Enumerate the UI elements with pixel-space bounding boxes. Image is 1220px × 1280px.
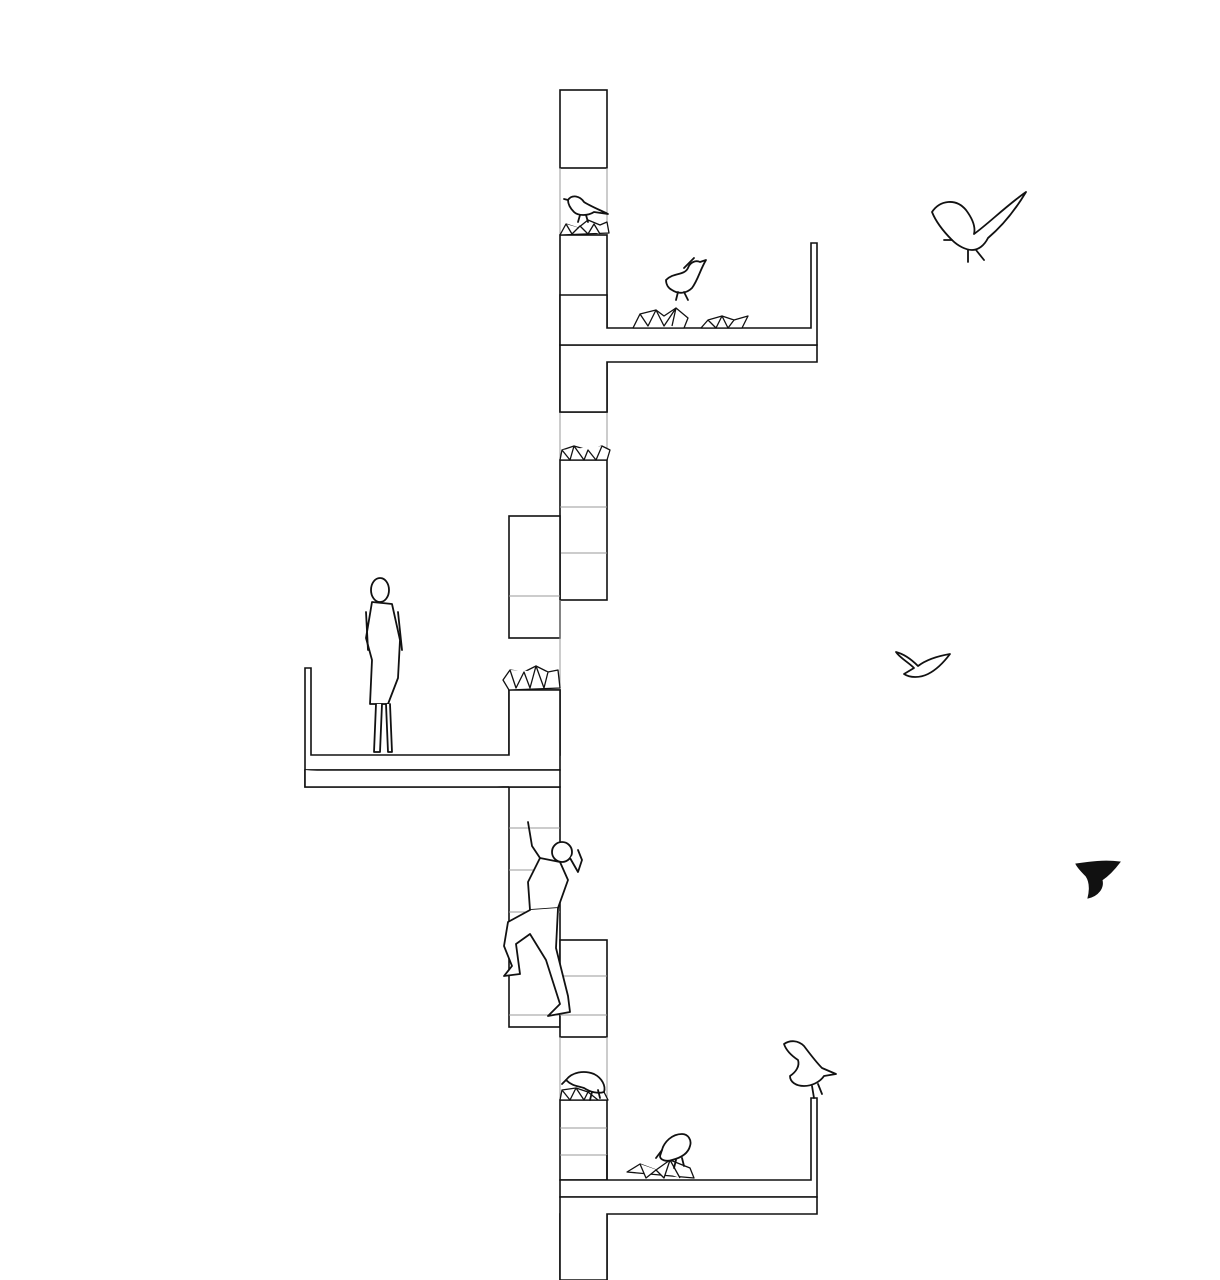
tower-block-mid-left <box>508 515 561 639</box>
nest-top <box>559 219 610 236</box>
balcony-lower-right <box>559 1097 818 1280</box>
tower-block-top <box>559 89 608 169</box>
tower-block-mid-right <box>559 459 608 601</box>
tower-block-lower-right <box>559 939 608 1038</box>
nest-balcony-1 <box>632 307 689 329</box>
nest-middle <box>559 445 611 461</box>
landing-bird <box>783 1040 837 1099</box>
perched-bird <box>563 195 609 223</box>
pecking-bird <box>561 1071 606 1101</box>
silhouette-bird <box>1075 860 1121 899</box>
tower-block-bottom <box>559 1099 608 1181</box>
nest-balcony-2 <box>700 315 749 329</box>
flying-seagull-large <box>931 191 1027 263</box>
hopping-bird <box>665 257 707 301</box>
nest-left-block <box>502 665 561 691</box>
balcony-upper-right <box>559 242 818 413</box>
grazing-bird <box>655 1133 692 1169</box>
flying-seagull-small <box>895 651 951 678</box>
climbing-man <box>503 821 583 1017</box>
nest-balcony-3 <box>626 1159 695 1179</box>
balcony-left <box>304 667 561 788</box>
standing-woman <box>365 577 403 753</box>
